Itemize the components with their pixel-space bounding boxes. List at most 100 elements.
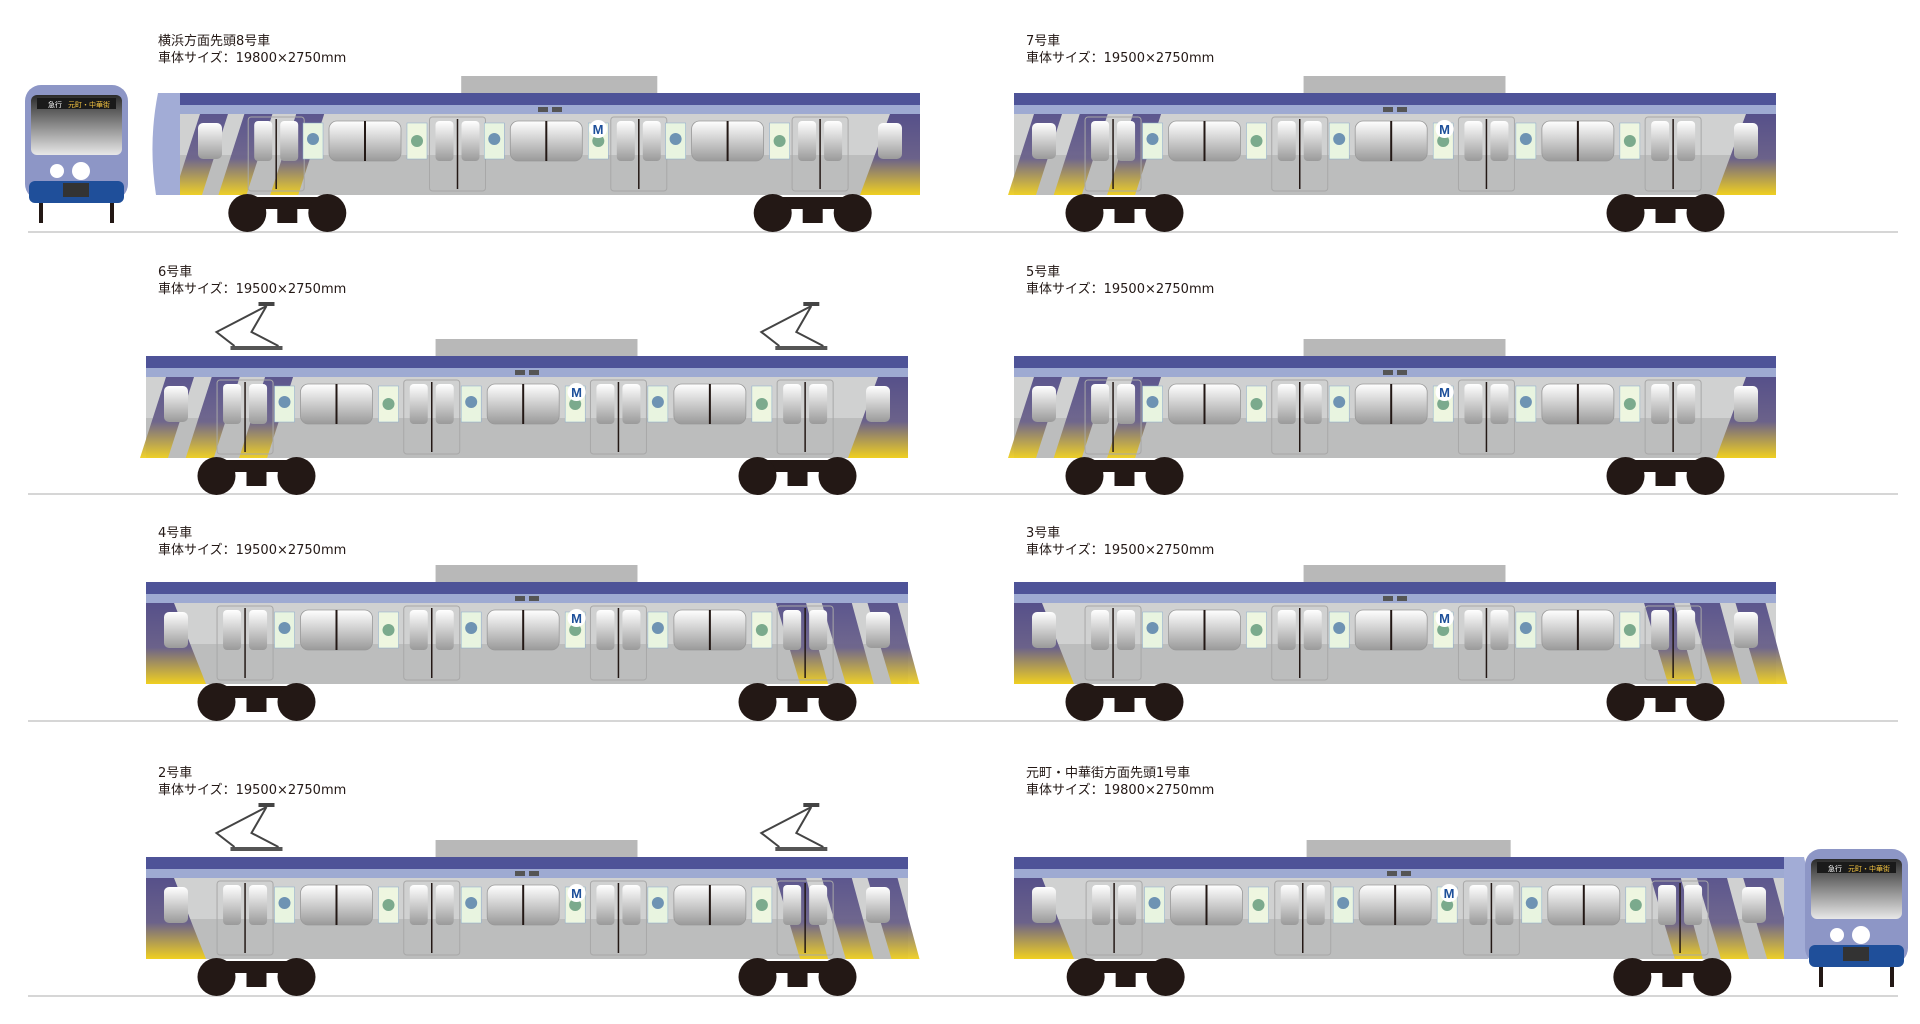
door-window [1277, 384, 1296, 424]
bogie-center [787, 472, 808, 486]
ad-poster-art [773, 135, 786, 147]
door [1271, 605, 1329, 681]
door [589, 605, 647, 681]
door [1084, 116, 1142, 192]
car-title: 横浜方面先頭8号車 [158, 34, 271, 49]
pantograph-head [258, 302, 275, 306]
wheel [228, 194, 267, 232]
door [776, 605, 834, 681]
door-window [1277, 610, 1296, 650]
bogie-frame [1084, 197, 1165, 209]
bogie-center [1114, 698, 1135, 712]
wheel [1065, 194, 1104, 232]
door-window [1117, 384, 1136, 424]
bogie [197, 683, 316, 721]
m-logo-icon [1440, 884, 1459, 902]
door-window [1280, 885, 1299, 925]
door-window [223, 384, 242, 424]
m-logo-icon [567, 383, 586, 401]
light-band [1014, 594, 1776, 603]
pantograph-arm [214, 305, 267, 347]
car-label-car1: 元町・中華街方面先頭1号車車体サイズ：19800×2750mm [1026, 765, 1214, 799]
ad-poster-art [465, 897, 478, 909]
train-car-car4: M [146, 565, 920, 721]
door [403, 880, 461, 956]
door-window [622, 885, 641, 925]
wheel [1145, 457, 1184, 495]
bogie [1065, 457, 1184, 495]
end-window [1032, 386, 1056, 422]
destination-sign [37, 98, 116, 109]
end-window [1734, 123, 1758, 159]
door-window [223, 885, 242, 925]
door-window [1490, 610, 1509, 650]
roof-unit [435, 339, 638, 356]
bogie [738, 457, 857, 495]
pantograph-arm [759, 305, 812, 347]
bogie [738, 683, 857, 721]
door-window [1091, 610, 1110, 650]
m-logo-icon [589, 120, 608, 138]
door [776, 880, 834, 956]
bogie-frame [1625, 197, 1706, 209]
wheel [1065, 457, 1104, 495]
bogie [1613, 958, 1732, 996]
door-window [783, 384, 802, 424]
door-window [616, 121, 635, 161]
wheel [818, 958, 857, 996]
car-label-car3: 3号車車体サイズ：19500×2750mm [1026, 525, 1214, 559]
door [776, 379, 834, 455]
door-window [435, 885, 454, 925]
door [1462, 880, 1520, 956]
bogie [1066, 958, 1185, 996]
wheel [818, 683, 857, 721]
car-size: 車体サイズ：19500×2750mm [158, 783, 347, 798]
door-window [1306, 885, 1325, 925]
door [1271, 379, 1329, 455]
door-window [1464, 121, 1483, 161]
ad-poster-art [278, 396, 291, 408]
door-window [249, 610, 268, 650]
bogie-frame [757, 961, 838, 973]
roof-unit [435, 840, 638, 857]
ad-poster-art [1333, 622, 1346, 634]
car-label-car4: 4号車車体サイズ：19500×2750mm [158, 525, 346, 559]
door [589, 880, 647, 956]
door-window [1118, 885, 1137, 925]
door [1457, 116, 1515, 192]
bogie-center [1114, 472, 1135, 486]
car-label-car6: 6号車車体サイズ：19500×2750mm [158, 264, 346, 298]
wheel [1145, 194, 1184, 232]
door-window [596, 384, 615, 424]
pantograph-arm [794, 806, 824, 848]
ad-poster-art [1437, 624, 1450, 636]
door-window [1651, 121, 1670, 161]
bogie-frame [1632, 961, 1713, 973]
end-window [1742, 887, 1766, 923]
car-title: 元町・中華街方面先頭1号車 [1026, 766, 1191, 781]
roof-vent [529, 370, 539, 375]
ad-poster-art [465, 396, 478, 408]
bogie-frame [1084, 460, 1165, 472]
pantograph-head [803, 302, 820, 306]
pantograph-arm [250, 806, 279, 848]
door [1271, 116, 1329, 192]
bogie [1065, 683, 1184, 721]
destination-type: 急行 [1828, 864, 1842, 873]
wheel [197, 457, 236, 495]
wheel [1606, 194, 1645, 232]
roof-unit [1303, 339, 1506, 356]
pantograph [214, 302, 283, 350]
ad-poster-art [1525, 897, 1538, 909]
door [1085, 880, 1143, 956]
door [1651, 880, 1709, 956]
ad-poster-art [1519, 133, 1532, 145]
bogie [1606, 194, 1725, 232]
roof-band [1014, 93, 1776, 105]
roof-band [146, 582, 908, 594]
wheel [1145, 683, 1184, 721]
end-window [878, 123, 902, 159]
train-car-car2: M [146, 803, 920, 996]
ad-poster-art [755, 899, 768, 911]
pantograph-base [230, 346, 283, 350]
